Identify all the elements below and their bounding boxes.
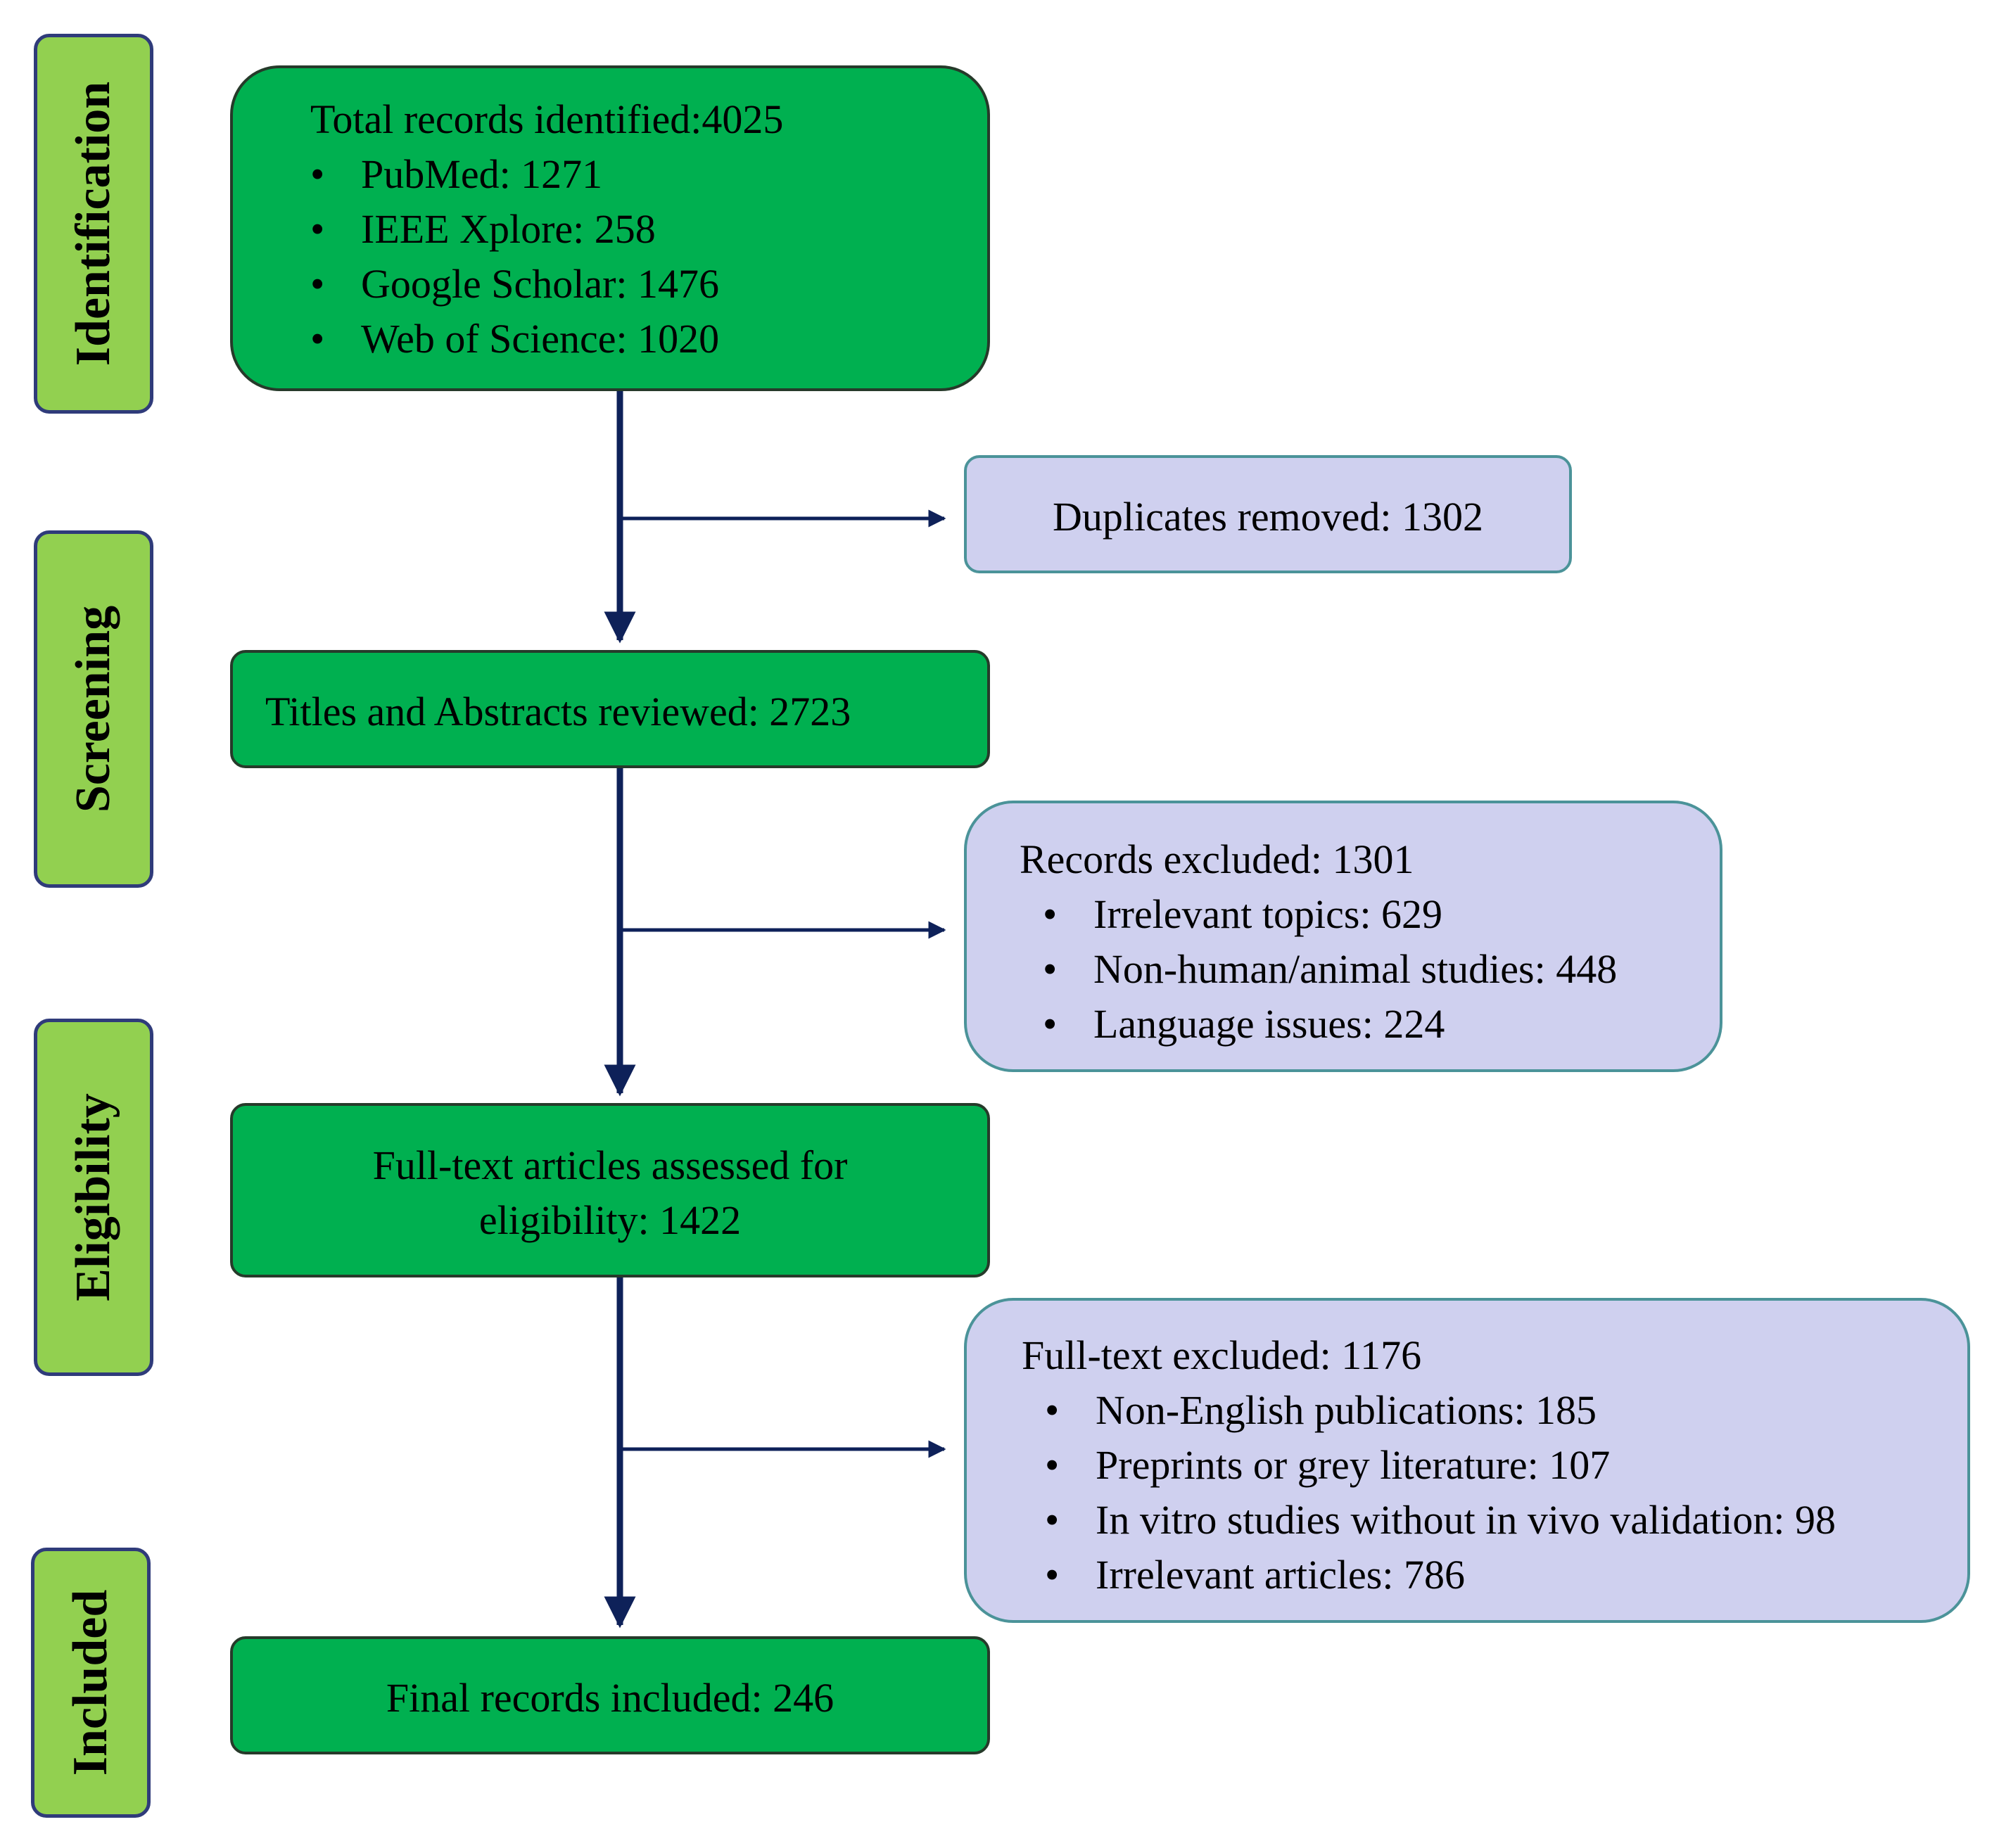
- stage-label-identification: Identification: [34, 34, 153, 414]
- records-excluded-title: Records excluded: 1301: [1020, 836, 1414, 882]
- database-item: IEEE Xplore: 258: [310, 202, 987, 257]
- eligibility-box: Full-text articles assessed for eligibil…: [230, 1103, 990, 1277]
- eligibility-line-2: eligibility: 1422: [478, 1197, 742, 1243]
- fulltext-exclusion-item: Preprints or grey literature: 107: [1045, 1438, 1967, 1493]
- exclusion-reason-item: Irrelevant topics: 629: [1043, 887, 1720, 942]
- records-excluded-box: Records excluded: 1301 Irrelevant topics…: [964, 801, 1722, 1072]
- database-item: PubMed: 1271: [310, 147, 987, 202]
- fulltext-excluded-box: Full-text excluded: 1176 Non-English pub…: [964, 1298, 1970, 1623]
- database-item: Google Scholar: 1476: [310, 257, 987, 312]
- eligibility-line-1: Full-text articles assessed for: [372, 1142, 848, 1188]
- fulltext-excluded-title: Full-text excluded: 1176: [1022, 1332, 1422, 1378]
- included-text: Final records included: 246: [386, 1675, 834, 1721]
- database-item: Web of Science: 1020: [310, 312, 987, 367]
- included-box: Final records included: 246: [230, 1636, 990, 1754]
- fulltext-exclusion-list: Non-English publications: 185 Preprints …: [1045, 1383, 1967, 1602]
- screening-text: Titles and Abstracts reviewed: 2723: [265, 689, 851, 734]
- exclusion-reason-item: Language issues: 224: [1043, 997, 1720, 1052]
- database-list: PubMed: 1271 IEEE Xplore: 258 Google Sch…: [310, 147, 987, 367]
- fulltext-exclusion-item: Irrelevant articles: 786: [1045, 1548, 1967, 1602]
- exclusion-reason-list: Irrelevant topics: 629 Non-human/animal …: [1043, 887, 1720, 1052]
- duplicates-text: Duplicates removed: 1302: [1052, 494, 1484, 540]
- stage-label-eligibility: Eligibility: [34, 1019, 153, 1376]
- fulltext-exclusion-item: In vitro studies without in vivo validat…: [1045, 1493, 1967, 1548]
- identification-box: Total records identified:4025 PubMed: 12…: [230, 65, 990, 391]
- identification-title: Total records identified:4025: [310, 96, 784, 142]
- fulltext-exclusion-item: Non-English publications: 185: [1045, 1383, 1967, 1438]
- duplicates-box: Duplicates removed: 1302: [964, 455, 1572, 573]
- stage-label-screening: Screening: [34, 530, 153, 888]
- screening-box: Titles and Abstracts reviewed: 2723: [230, 650, 990, 768]
- stage-label-included: Included: [31, 1548, 151, 1818]
- exclusion-reason-item: Non-human/animal studies: 448: [1043, 942, 1720, 997]
